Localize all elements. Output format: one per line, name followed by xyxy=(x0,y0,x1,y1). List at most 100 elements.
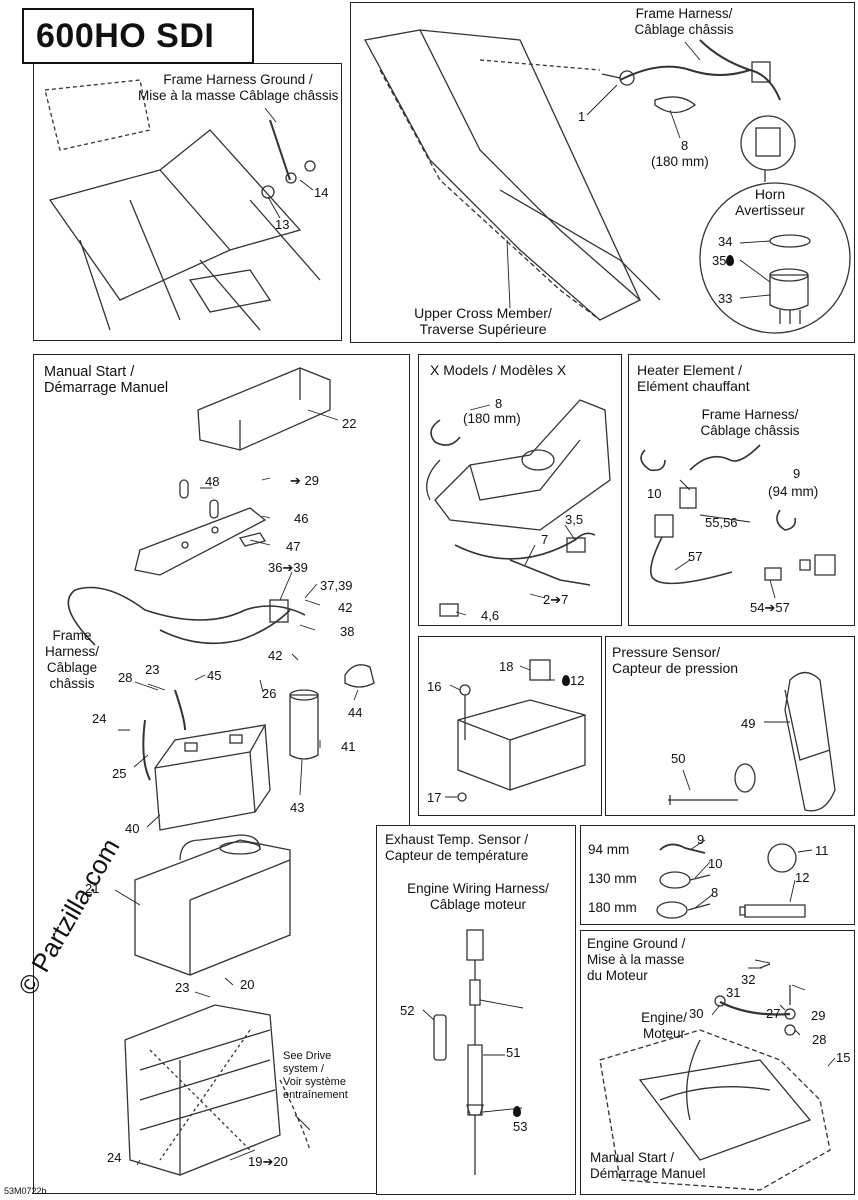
part-45[interactable]: 45 xyxy=(207,668,222,683)
part-26[interactable]: 26 xyxy=(262,686,277,701)
part-24[interactable]: 24 xyxy=(92,711,107,726)
part-7[interactable]: 7 xyxy=(541,532,549,547)
part-25[interactable]: 25 xyxy=(112,766,127,781)
part-8-tie[interactable]: 8 xyxy=(711,885,719,900)
part-9-tie[interactable]: 9 xyxy=(697,832,705,847)
ex-eh-text: Engine Wiring Harness/Câblage moteur xyxy=(407,881,549,912)
part-29-eg[interactable]: 29 xyxy=(811,1008,826,1023)
cross-member-label: Upper Cross Member/Traverse Supérieure xyxy=(388,305,578,337)
manual-start-panel xyxy=(33,354,410,1194)
diagram-code: 53M0722b xyxy=(4,1186,47,1196)
part-8[interactable]: 8 xyxy=(681,138,689,153)
part-4-6[interactable]: 4,6 xyxy=(481,608,500,623)
ht-title-text: Heater Element /Elément chauffant xyxy=(637,362,750,394)
part-33[interactable]: 33 xyxy=(718,291,733,306)
part-38[interactable]: 38 xyxy=(340,624,355,639)
part-28-eg[interactable]: 28 xyxy=(812,1032,827,1047)
x-models-panel xyxy=(418,354,622,626)
part-2-7[interactable]: 2➔7 xyxy=(543,592,569,607)
part-24-lower[interactable]: 24 xyxy=(107,1150,122,1165)
part-31[interactable]: 31 xyxy=(726,985,741,1000)
heater-panel xyxy=(628,354,855,626)
ht-fh-text: Frame Harness/Câblage châssis xyxy=(700,407,800,438)
part-55-56[interactable]: 55,56 xyxy=(705,515,738,530)
engine-manual-start: Manual Start /Démarrage Manuel xyxy=(590,1150,706,1182)
part-48[interactable]: 48 xyxy=(205,474,220,489)
part-46[interactable]: 46 xyxy=(294,511,309,526)
part-53[interactable]: 53 xyxy=(513,1104,527,1134)
part-42-lower[interactable]: 42 xyxy=(268,648,283,663)
fg-label-text: Frame Harness Ground /Mise à la masse Câ… xyxy=(138,72,339,103)
part-42-upper[interactable]: 42 xyxy=(338,600,353,615)
part-34[interactable]: 34 xyxy=(718,234,733,249)
part-17[interactable]: 17 xyxy=(427,790,442,805)
part-11[interactable]: 11 xyxy=(815,843,829,858)
part-47[interactable]: 47 xyxy=(286,539,301,554)
up-cm-text: Upper Cross Member/Traverse Supérieure xyxy=(414,305,552,337)
part-57[interactable]: 57 xyxy=(688,549,703,564)
sealant-drop-icon xyxy=(513,1106,521,1117)
part-30[interactable]: 30 xyxy=(689,1006,704,1021)
part-35[interactable]: 35 xyxy=(712,253,735,268)
part-36-39[interactable]: 36➔39 xyxy=(268,560,308,575)
tie-94mm: 94 mm xyxy=(588,842,630,857)
part-20[interactable]: 20 xyxy=(240,977,255,992)
part-54-57[interactable]: 54➔57 xyxy=(750,600,790,615)
frame-harness-label: Frame Harness/Câblage châssis xyxy=(614,6,754,38)
frame-ground-label: Frame Harness Ground /Mise à la masse Câ… xyxy=(138,72,338,104)
part-52[interactable]: 52 xyxy=(400,1003,415,1018)
part-49[interactable]: 49 xyxy=(741,716,756,731)
grease-drop-icon xyxy=(562,675,570,686)
part-18[interactable]: 18 xyxy=(499,659,514,674)
ex-title-text: Exhaust Temp. Sensor /Capteur de tempéra… xyxy=(385,832,529,863)
pressure-panel xyxy=(605,636,855,816)
engine-harness-label: Engine Wiring Harness/Câblage moteur xyxy=(388,881,568,913)
part-21[interactable]: 21 xyxy=(85,881,100,896)
part-37-39[interactable]: 37,39 xyxy=(320,578,353,593)
part-10-tie[interactable]: 10 xyxy=(708,856,723,871)
ps-title-text: Pressure Sensor/Capteur de pression xyxy=(612,644,739,676)
part-27[interactable]: 27 xyxy=(766,1006,781,1021)
part-15[interactable]: 15 xyxy=(836,1050,851,1065)
part-40[interactable]: 40 xyxy=(125,821,140,836)
part-9[interactable]: 9 xyxy=(793,466,801,481)
engine-label: Engine/Moteur xyxy=(626,1010,702,1042)
part-32[interactable]: 32 xyxy=(741,972,756,987)
part-16[interactable]: 16 xyxy=(427,679,442,694)
part-23-lower[interactable]: 23 xyxy=(175,980,190,995)
up-fh-text: Frame Harness/Câblage châssis xyxy=(634,6,734,37)
part-41[interactable]: 41 xyxy=(341,739,356,754)
part-28[interactable]: 28 xyxy=(118,670,133,685)
part-29[interactable]: ➔ 29 xyxy=(290,473,319,488)
part-44[interactable]: 44 xyxy=(348,705,363,720)
part-50[interactable]: 50 xyxy=(671,751,686,766)
part-14[interactable]: 14 xyxy=(314,185,329,200)
part-43[interactable]: 43 xyxy=(290,800,305,815)
part-10[interactable]: 10 xyxy=(647,486,662,501)
x-models-title: X Models / Modèles X xyxy=(430,362,567,378)
loctite-drop-icon xyxy=(726,255,735,266)
part-51[interactable]: 51 xyxy=(506,1045,521,1060)
part-3-5[interactable]: 3,5 xyxy=(565,512,584,527)
part-12-relay[interactable]: 12 xyxy=(562,673,584,688)
part-23[interactable]: 23 xyxy=(145,662,160,677)
engine-ground-panel xyxy=(580,930,855,1195)
tie-130mm: 130 mm xyxy=(588,871,637,886)
heater-tie-size: (94 mm) xyxy=(768,484,819,499)
page-title: 600HO SDI xyxy=(22,8,254,64)
part-13[interactable]: 13 xyxy=(275,217,290,232)
part-1[interactable]: 1 xyxy=(578,109,586,124)
part-8-x[interactable]: 8 xyxy=(495,396,503,411)
tie-size-label: (180 mm) xyxy=(651,154,709,169)
exhaust-title: Exhaust Temp. Sensor /Capteur de tempéra… xyxy=(385,832,528,864)
tie-180mm: 180 mm xyxy=(588,900,637,915)
part-12-tube[interactable]: 12 xyxy=(795,870,810,885)
part-22[interactable]: 22 xyxy=(342,416,357,431)
part-19-20[interactable]: 19➔20 xyxy=(248,1154,288,1169)
